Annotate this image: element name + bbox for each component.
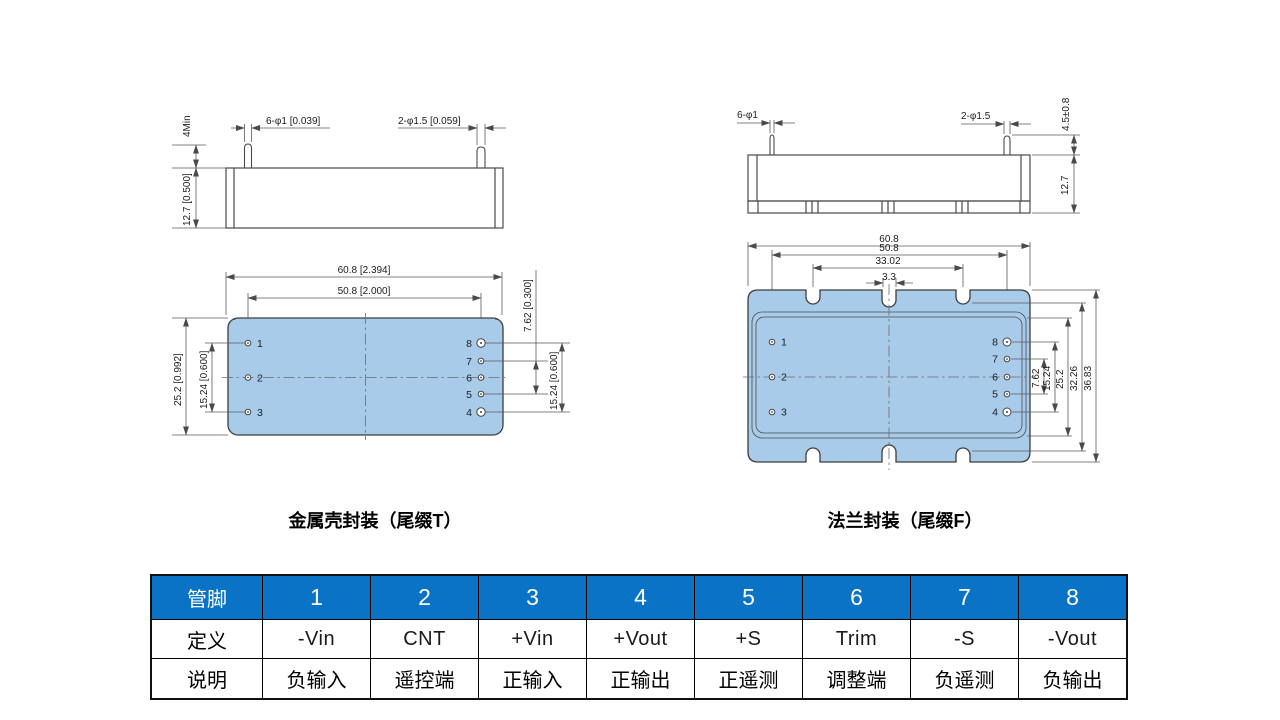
dim-pin-pitch: 7.62 [0.300] — [523, 279, 534, 332]
header-cell: 1 — [262, 576, 370, 619]
header-cell: 3 — [478, 576, 586, 619]
header-cell-pin: 管脚 — [187, 589, 227, 611]
flange-notch-ticks — [757, 201, 1021, 213]
header-cell: 8 — [1018, 576, 1126, 619]
table-definition-row: 定义 -Vin CNT +Vin +Vout +S Trim -S -Vout — [152, 619, 1126, 658]
pin-definition: +Vout — [586, 619, 694, 658]
table-description-row: 说明 负输入 遥控端 正输入 正输出 正遥测 调整端 负遥测 负输出 — [152, 658, 1126, 698]
dim-pin-diameter-small: 6-φ1 [0.039] — [266, 116, 321, 127]
pin-number: 4 — [466, 407, 472, 419]
pin-description: 负输出 — [1018, 658, 1126, 698]
pin-number: 1 — [781, 337, 787, 349]
pin-description: 正输出 — [586, 658, 694, 698]
dim-pin-diameter-big: 2-φ1.5 [0.059] — [398, 116, 461, 127]
pin-profile-small — [769, 134, 775, 155]
pin-number: 7 — [992, 354, 998, 366]
pin-definition: CNT — [370, 619, 478, 658]
case-side-body — [225, 167, 504, 229]
header-cell: 2 — [370, 576, 478, 619]
header-cell: 4 — [586, 576, 694, 619]
pin-number: 7 — [466, 356, 472, 368]
dim-flange-width: 60.8 — [879, 234, 899, 245]
row-label: 定义 — [152, 619, 262, 658]
dim-pin-length-min: 4Min — [182, 115, 193, 137]
header-cell: 5 — [694, 576, 802, 619]
pin-profile-big — [1003, 135, 1011, 155]
pin-definition-table: 管脚 1 2 3 4 5 6 7 8 定义 -Vin CNT +Vin +Vou… — [150, 574, 1128, 700]
flange-side-view: 6-φ1 2-φ1.5 4.5±0.8 12.7 — [737, 97, 1080, 214]
dim-pin-span-width: 50.8 — [879, 243, 899, 254]
dim-pin-diameter-big: 2-φ1.5 — [961, 111, 991, 122]
pin-profile-small — [243, 143, 253, 168]
dim-pin-diameter-small: 6-φ1 — [737, 110, 758, 121]
dim-case-depth: 25.2 [0.992] — [173, 353, 184, 406]
pin-profile-big — [476, 146, 486, 168]
dim-case-depth: 25.2 — [1055, 369, 1066, 389]
metal-case-side-view: 4Min 12.7 [0.500] 6-φ1 [0.039] 2-φ1.5 [0… — [172, 115, 506, 229]
table-header-row: 管脚 1 2 3 4 5 6 7 8 — [152, 576, 1126, 619]
pin-number: 5 — [992, 389, 998, 401]
pin-number: 2 — [257, 373, 263, 385]
pin-description: 调整端 — [802, 658, 910, 698]
header-cell: 7 — [910, 576, 1018, 619]
dim-slot-width: 3.3 — [882, 272, 896, 283]
pin-definition: Trim — [802, 619, 910, 658]
metal-case-plan-view: 60.8 [2.394] 50.8 [2.000] 25.2 [0.992] 1… — [172, 265, 570, 440]
dim-notch-span: 33.02 — [875, 256, 900, 267]
pin-markers — [244, 338, 486, 417]
dim-pin-row-left: 15.24 [0.600] — [199, 350, 210, 409]
dim-case-height: 12.7 — [1060, 175, 1071, 195]
pin-number: 4 — [992, 407, 998, 419]
pin-number: 8 — [992, 337, 998, 349]
pin-number: 1 — [257, 338, 263, 350]
pin-definition: +Vin — [478, 619, 586, 658]
pin-number: 3 — [257, 407, 263, 419]
pin-number: 6 — [992, 372, 998, 384]
dim-pin-pitch: 7.62 — [1031, 368, 1042, 388]
pin-description: 负输入 — [262, 658, 370, 698]
flange-package-drawing: 6-φ1 2-φ1.5 4.5±0.8 12.7 60.8 — [737, 97, 1100, 470]
dim-pin-row-right: 15.24 [0.600] — [549, 351, 560, 410]
metal-case-caption: 金属壳封装（尾缀T） — [288, 511, 462, 531]
pin-number: 3 — [781, 407, 787, 419]
pin-definition: -Vout — [1018, 619, 1126, 658]
pin-description: 正输入 — [478, 658, 586, 698]
pin-markers — [768, 337, 1012, 417]
dim-pin-span-width: 50.8 [2.000] — [338, 286, 391, 297]
dim-notch-depth-span: 32.26 — [1069, 366, 1080, 391]
pin-number: 5 — [466, 389, 472, 401]
pin-description: 正遥测 — [694, 658, 802, 698]
dim-flange-depth: 36.83 — [1083, 366, 1094, 391]
pin-number: 2 — [781, 372, 787, 384]
pin-number: 8 — [466, 338, 472, 350]
dim-case-width: 60.8 [2.394] — [338, 265, 391, 276]
pin-number: 6 — [466, 373, 472, 385]
flange-strip — [747, 200, 1031, 214]
pin-definition: -S — [910, 619, 1018, 658]
pin-definition: -Vin — [262, 619, 370, 658]
row-label: 说明 — [152, 658, 262, 698]
header-cell: 6 — [802, 576, 910, 619]
metal-case-package-drawing: 4Min 12.7 [0.500] 6-φ1 [0.039] 2-φ1.5 [0… — [172, 115, 570, 440]
flange-plan-view: 60.8 50.8 33.02 3.3 7.62 — [743, 234, 1100, 470]
flange-caption: 法兰封装（尾缀F） — [827, 511, 983, 531]
pin-description: 负遥测 — [910, 658, 1018, 698]
dim-case-height: 12.7 [0.500] — [182, 173, 193, 226]
dim-pin-length: 4.5±0.8 — [1061, 97, 1072, 131]
flange-side-body — [747, 154, 1031, 202]
dim-pin-row: 15.24 — [1042, 366, 1053, 391]
pin-description: 遥控端 — [370, 658, 478, 698]
pin-definition: +S — [694, 619, 802, 658]
